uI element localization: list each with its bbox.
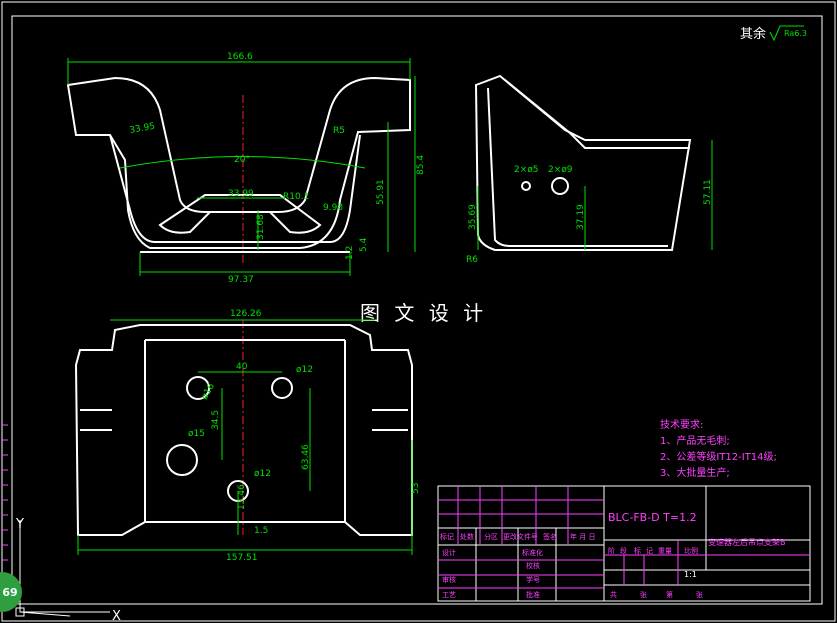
dim-h-right: 57.11 (703, 179, 713, 205)
tb-left-1: 审核 (442, 575, 456, 584)
dim-h-mid: 37.19 (576, 204, 586, 230)
dim-holes-a: 2×ø5 (514, 165, 539, 175)
dim-angle: 20° (234, 155, 250, 165)
drawing-code: BLC-FB-D T=1.2 (608, 511, 697, 524)
dim-v63: 63.46 (301, 444, 311, 470)
dim-slot: 9.98 (323, 203, 343, 213)
tb-stage-0: 阶 (608, 546, 615, 555)
watermark: 图 文 设 计 (360, 301, 487, 325)
ucs-y: Y (15, 517, 24, 532)
tb-mid2-2: 学号 (526, 575, 540, 584)
dim-radius-center: R10.1 (283, 192, 309, 202)
dim-angle-left: 33.95 (129, 122, 156, 136)
tb-sheet-2: 第 (666, 590, 673, 599)
tb-sheet-3: 张 (696, 590, 703, 599)
dim-d16: ø16 (200, 382, 217, 402)
front-view: 166.6 33.95 20° 33.99 R10.1 R5 85.4 55.9… (66, 52, 426, 285)
tb-sheet-0: 共 (610, 590, 617, 599)
tech-requirements: 技术要求: 1、产品无毛刺; 2、公差等级IT12-IT14级; 3、大批量生产… (660, 418, 777, 479)
scale: 1:1 (684, 570, 697, 579)
dim-v34: 34.5 (211, 410, 221, 430)
tb-left-2: 工艺 (442, 591, 456, 599)
side-view: 2×ø5 2×ø9 35.69 37.19 57.11 R6 (466, 74, 713, 265)
dim-small-2: 5.4 (359, 237, 369, 252)
dim-bottom-width: 97.37 (228, 275, 254, 285)
dim-top-width: 126.26 (230, 309, 262, 319)
dim-holes-b: 2×ø9 (548, 165, 573, 175)
tb-stage-1: 段 (620, 546, 627, 555)
roughness-value: Ra6.3 (784, 29, 807, 38)
side-marks (2, 424, 8, 561)
tech-title: 技术要求: (660, 418, 703, 431)
dim-bottom-width: 157.51 (226, 553, 258, 563)
dim-height-inner: 55.91 (376, 179, 386, 205)
dim-h53: 53 (411, 483, 421, 494)
tb-mid2-1: 校核 (526, 561, 540, 570)
tech-item-2: 2、公差等级IT12-IT14级; (660, 450, 777, 463)
tb-header-0: 标记 (440, 532, 454, 541)
top-view: 126.26 40 ø12 ø16 34.5 ø15 63.46 ø12 13.… (74, 309, 421, 563)
tb-sheet-1: 张 (640, 590, 647, 599)
ucs-x: X (112, 609, 121, 623)
tb-header-1: 处数 (460, 532, 474, 541)
tb-mid-2: 批准 (526, 590, 540, 599)
dim-small-1: 1.2 (345, 246, 355, 260)
ucs-icon: Y X (15, 517, 121, 623)
tb-stage-5: 比例 (684, 546, 698, 555)
tech-item-1: 1、产品无毛刺; (660, 434, 730, 447)
tb-header-3: 更改文件号 (503, 532, 538, 541)
dim-d15: ø15 (188, 429, 205, 439)
tb-left-0: 设计 (442, 548, 456, 557)
tb-mid-0: 标准化 (522, 548, 543, 557)
dim-r5: R5 (333, 126, 345, 136)
dim-v13: 13.46 (237, 484, 247, 510)
dim-inner-top: 33.99 (228, 189, 254, 199)
roughness-prefix: 其余 (740, 26, 766, 42)
tb-header-5: 年 月 日 (570, 532, 595, 541)
front-dims (67, 58, 416, 276)
dim-d12-top: ø12 (296, 365, 313, 375)
page-badge-label: 69 (2, 585, 18, 599)
dim-slot-h: 31.68 (256, 214, 266, 240)
title-block: 标记 处数 分区 更改文件号 签名 年 月 日 设计 审核 工艺 标准化 校核 … (437, 485, 811, 602)
roughness-note: 其余 Ra6.3 (740, 25, 807, 42)
front-outline (66, 76, 411, 253)
dim-d12-bottom: ø12 (254, 469, 271, 479)
dim-v1-5: 1.5 (254, 526, 268, 536)
page-badge[interactable]: 69 (0, 572, 22, 612)
dim-radius: R6 (466, 255, 478, 265)
part-name: 变速器左后吊点支架B (708, 537, 786, 547)
tb-stage-2: 标 (634, 546, 641, 555)
dim-hole-spacing: 40 (236, 362, 248, 372)
tb-stage-4: 重量 (658, 547, 672, 555)
dim-h-left: 35.69 (468, 204, 478, 230)
dim-height-total: 85.4 (416, 155, 426, 175)
tb-stage-3: 记 (646, 547, 653, 555)
tb-header-2: 分区 (484, 532, 498, 541)
tech-item-3: 3、大批量生产; (660, 466, 730, 479)
tb-header-4: 签名 (543, 532, 557, 541)
dim-top-width: 166.6 (227, 52, 253, 62)
